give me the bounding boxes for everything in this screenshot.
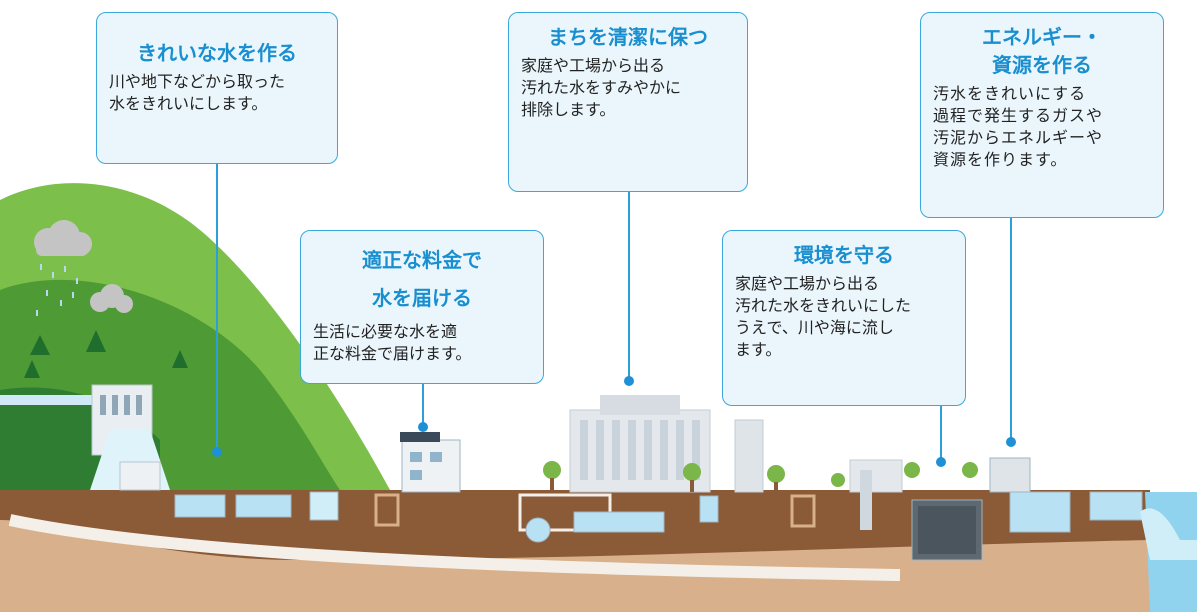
callout-clean-water: きれいな水を作る 川や地下などから取った 水をきれいにします。 — [96, 12, 338, 164]
marker-dot — [418, 422, 428, 432]
callout-title: 適正な料金で 水を届ける — [362, 248, 482, 310]
mountain — [0, 183, 390, 491]
sewer-pipes — [518, 493, 816, 543]
tree-icon — [24, 330, 188, 378]
treatment-plant — [831, 457, 1143, 561]
callout-description: 家庭や工場から出る 汚れた水をきれいにした うえで、川や海に流し ます。 — [735, 274, 912, 359]
city-buildings — [543, 395, 785, 493]
callout-protect-environment: 環境を守る 家庭や工場から出る 汚れた水をきれいにした うえで、川や海に流し ま… — [722, 230, 966, 406]
callout-fair-price: 適正な料金で 水を届ける 生活に必要な水を適 正な料金で届けます。 — [300, 230, 544, 384]
callout-description: 生活に必要な水を適 正な料金で届けます。 — [313, 322, 472, 363]
leader-line — [216, 162, 218, 452]
marker-dot — [624, 376, 634, 386]
marker-dot — [212, 447, 222, 457]
callout-description: 家庭や工場から出る 汚れた水をすみやかに 排除します。 — [521, 56, 682, 119]
pipe — [8, 514, 901, 581]
callout-energy-resources: エネルギー・ 資源を作る 汚水をきれいにする 過程で発生するガスや 汚泥からエネ… — [920, 12, 1164, 218]
marker-dot — [1006, 437, 1016, 447]
callout-title: きれいな水を作る — [137, 41, 297, 65]
tree-icon — [543, 461, 785, 492]
treatment-tanks — [174, 491, 400, 527]
callout-title: 環境を守る — [794, 243, 894, 267]
leader-line — [1010, 216, 1012, 440]
house-building — [400, 432, 461, 493]
leader-line — [940, 404, 942, 460]
leader-line — [422, 382, 424, 426]
callout-title: まちを清潔に保つ — [548, 25, 708, 49]
callout-description: 川や地下などから取った 水をきれいにします。 — [109, 72, 286, 113]
leader-line — [628, 190, 630, 378]
rain-cloud-icon — [34, 220, 133, 313]
marker-dot — [936, 457, 946, 467]
callout-description: 汚水をきれいにする 過程で発生するガスや 汚泥からエネルギーや 資源を作ります。 — [933, 84, 1104, 169]
callout-keep-town-clean: まちを清潔に保つ 家庭や工場から出る 汚れた水をすみやかに 排除します。 — [508, 12, 748, 192]
callout-title: エネルギー・ 資源を作る — [982, 25, 1102, 77]
